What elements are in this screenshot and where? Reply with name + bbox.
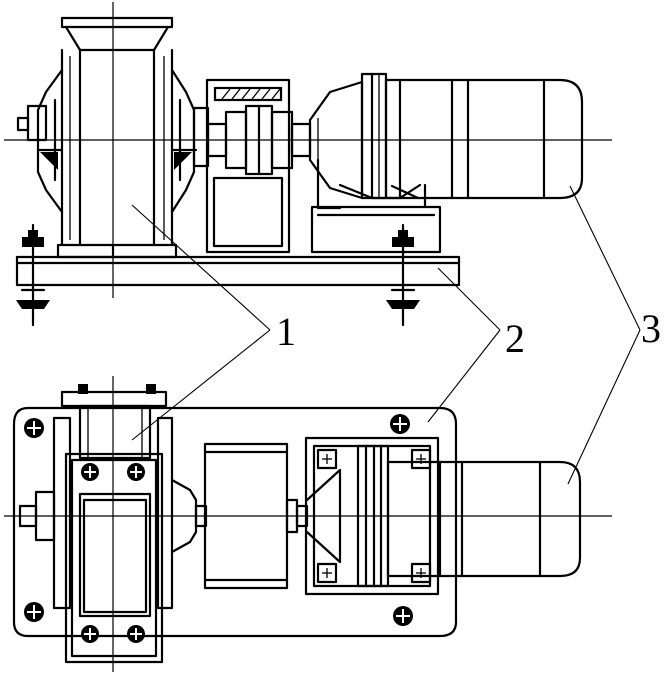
- side-pump-casing: [16, 16, 210, 259]
- plan-anchor-bolts: [24, 414, 413, 626]
- side-coupling-guard: [205, 78, 291, 254]
- callout-label-motor: 3: [641, 306, 661, 351]
- callout-leaders: [131, 185, 641, 485]
- callout-label-base: 2: [505, 316, 525, 361]
- plan-motor-bracket: [304, 436, 440, 596]
- side-base-plate: [15, 255, 461, 287]
- plan-view: [4, 376, 612, 672]
- plan-motor: [386, 460, 582, 578]
- side-elevation-view: [4, 2, 612, 327]
- side-motor-bracket: [308, 72, 442, 254]
- side-motor: [384, 78, 584, 200]
- side-anchor-bolt-left: [16, 223, 50, 327]
- plan-base-plate: [12, 406, 458, 638]
- callout-label-pump: 1: [276, 309, 296, 354]
- side-shaft-coupling: [206, 104, 312, 176]
- side-anchor-bolt-right: [386, 223, 420, 327]
- plan-pump-casing: [18, 384, 198, 664]
